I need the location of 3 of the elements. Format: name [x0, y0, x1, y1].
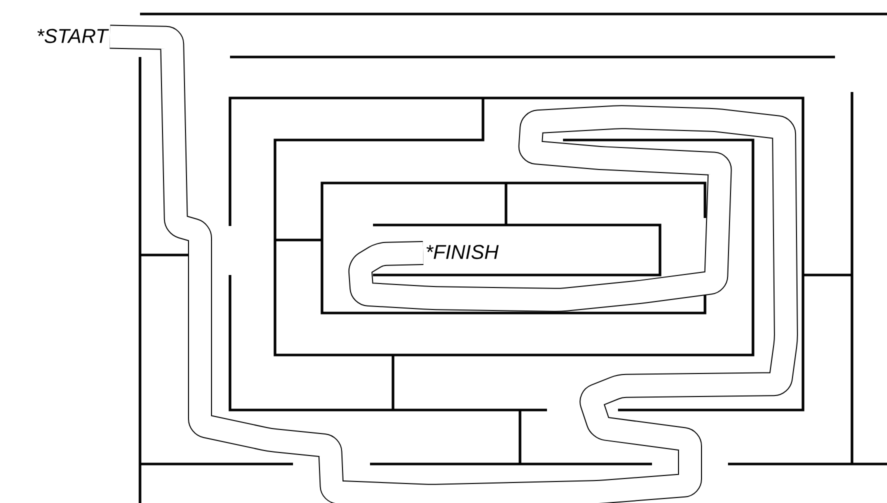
maze-label: *START: [37, 28, 109, 44]
solution-path: [110, 24, 798, 503]
maze-label: *FINISH: [426, 244, 499, 260]
